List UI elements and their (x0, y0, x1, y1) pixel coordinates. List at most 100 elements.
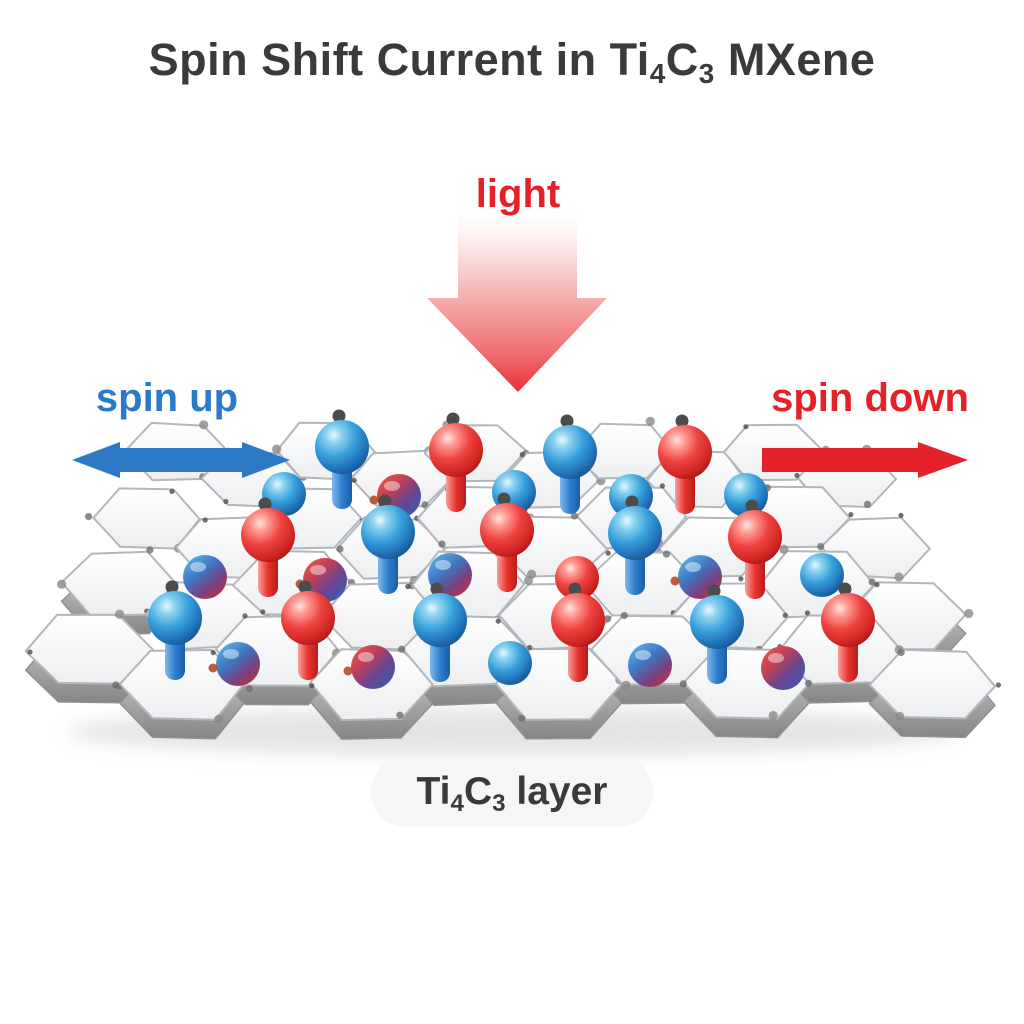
surface-atom-dot (620, 611, 628, 620)
surface-atom-dot (210, 650, 216, 656)
surface-atom-dot (898, 512, 904, 518)
surface-atom-dot (738, 576, 744, 582)
surface-atom-dot (405, 583, 411, 590)
spin-up-arrow-icon (72, 442, 290, 478)
surface-atom-dot (336, 545, 344, 553)
surface-atom-dot (782, 612, 788, 618)
surface-atom-dot (605, 550, 611, 556)
spin-pin-blue (315, 409, 369, 509)
layer-label-text: C (463, 770, 493, 813)
surface-atom-dot (214, 714, 224, 724)
surface-atom-dot (518, 714, 526, 722)
page-title: Spin Shift Current in Ti4C3 MXene (0, 34, 1024, 89)
spin-pin-red (241, 497, 295, 597)
layer-label: Ti4C3 layer (370, 757, 654, 827)
atom-ball-blue (800, 553, 844, 597)
light-arrow-icon (427, 200, 607, 392)
spin-pin-red (658, 414, 712, 514)
surface-atom-dot (202, 517, 208, 523)
spin-pin-blue (413, 582, 467, 682)
surface-atom-dot (897, 648, 905, 657)
surface-atom-dot (662, 550, 671, 558)
atom-ball-br (183, 555, 227, 599)
surface-atom-dot (272, 444, 282, 454)
surface-atom-dot (848, 511, 854, 518)
surface-atom-dot (604, 615, 612, 623)
title-subscript: 3 (698, 57, 715, 89)
surface-atom-dot (768, 710, 778, 721)
surface-atom-dot (260, 609, 266, 615)
surface-atom-dot (659, 483, 666, 489)
surface-atom-dot (396, 711, 404, 719)
surface-atom-dot (27, 649, 33, 655)
surface-atom-dot (242, 613, 248, 619)
layer-label-text: Ti (416, 770, 451, 813)
light-label: light (475, 172, 561, 216)
surface-atom-dot (169, 488, 175, 494)
surface-atom-dot (894, 572, 904, 582)
hexagon-cell (92, 487, 201, 550)
surface-atom-dot (309, 683, 315, 689)
surface-atom-dot (804, 610, 811, 616)
surface-atom-dot (398, 645, 406, 653)
spin-pin-red (821, 582, 875, 682)
surface-atom-dot (895, 711, 905, 722)
light-arrow-shape (427, 200, 607, 392)
surface-atom-dot (57, 579, 67, 589)
surface-atom-dot (868, 578, 876, 586)
surface-atom-dot (995, 682, 1002, 688)
spin-pin-blue (690, 584, 744, 684)
spin-pin-blue (608, 495, 662, 595)
surface-atom-dot (523, 575, 534, 586)
surface-atom-dot (794, 472, 800, 479)
surface-atom-dot (804, 679, 813, 687)
surface-atom-dot (351, 477, 357, 483)
surface-atom-dot (570, 512, 579, 520)
spin-down-label: spin down (771, 376, 969, 420)
spin-pin-red (429, 412, 483, 512)
atom-ball-blue (488, 641, 532, 685)
surface-atom-dot (679, 680, 687, 688)
surface-atom-dot (743, 424, 749, 430)
surface-atom-dot (964, 608, 974, 619)
atom-ball-rb (343, 645, 395, 689)
spin-pin-blue (361, 494, 415, 594)
spin-up-label: spin up (95, 376, 239, 420)
atom-ball-red (555, 556, 599, 600)
title-text: C (665, 34, 699, 85)
surface-atom-dot (245, 685, 253, 693)
title-subscript: 4 (649, 57, 666, 89)
layer-label-subscript: 3 (492, 789, 506, 817)
surface-atom-dot (817, 543, 825, 551)
spin-down-arrow-shape (762, 442, 968, 478)
spin-pin-blue (148, 580, 202, 680)
surface-atom-dot (112, 681, 120, 689)
atom-ball-br (628, 643, 672, 687)
atom-ball-rb (761, 646, 805, 690)
surface-atom-dot (223, 498, 229, 505)
surface-atom-dot (114, 609, 125, 619)
spin-pin-red (728, 499, 782, 599)
spin-down-arrow-icon (762, 442, 968, 478)
spin-sites (148, 409, 875, 690)
surface-atom-dot (421, 501, 429, 509)
title-text: Spin Shift Current in Ti (148, 34, 650, 85)
spin-pin-blue (543, 414, 597, 514)
surface-atom-dot (495, 618, 501, 624)
spin-pin-red (281, 580, 335, 680)
spin-up-arrow-shape (72, 442, 290, 478)
surface-atom-dot (779, 544, 789, 555)
layer-label-subscript: 4 (450, 789, 464, 817)
surface-atom-dot (146, 546, 154, 554)
atom-ball-br (208, 642, 260, 686)
title-text: MXene (714, 34, 876, 85)
surface-atom-dot (863, 500, 872, 508)
spin-pin-red (551, 582, 605, 682)
spin-pin-red (480, 492, 534, 592)
surface-atom-dot (527, 644, 533, 651)
layer-label-text: layer (505, 770, 608, 813)
surface-atom-dot (438, 540, 446, 548)
atom-ball-blue (262, 472, 306, 516)
surface-atom-dot (645, 416, 655, 426)
